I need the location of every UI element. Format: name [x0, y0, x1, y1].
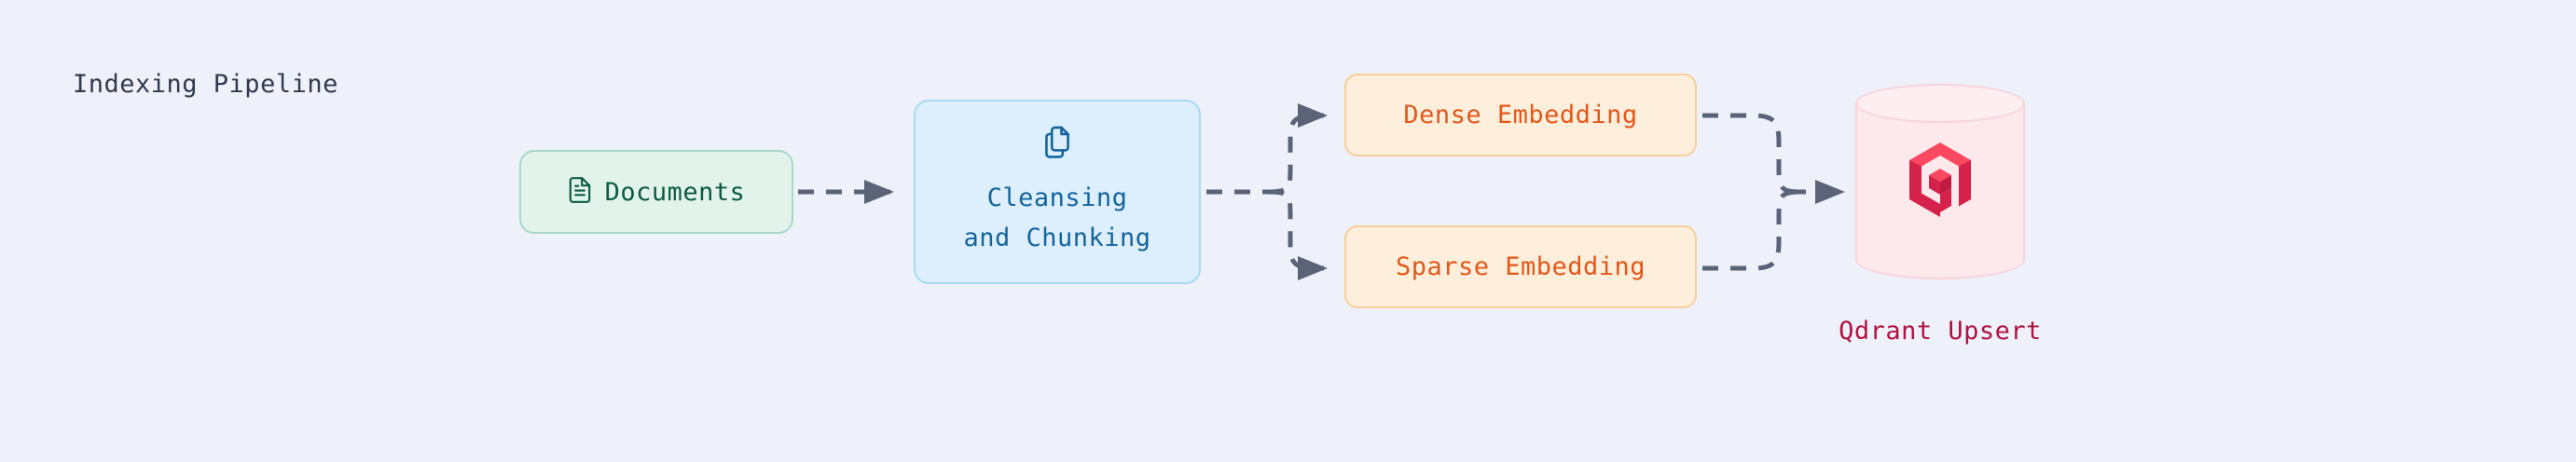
node-documents-label: Documents — [604, 177, 746, 207]
edge-cleansing-to-dense — [1267, 103, 1329, 195]
node-cleansing-label-line1: Cleansing — [986, 183, 1128, 212]
qdrant-logo-icon — [1905, 141, 1976, 223]
edge-dense-to-merge — [1702, 113, 1804, 195]
node-dense-embedding-label: Dense Embedding — [1403, 101, 1638, 129]
cylinder-top — [1855, 84, 2025, 123]
node-sparse-embedding[interactable]: Sparse Embedding — [1344, 225, 1697, 308]
node-cleansing-and-chunking[interactable]: Cleansing and Chunking — [914, 100, 1201, 284]
edge-sparse-to-merge — [1702, 189, 1804, 271]
node-cleansing-label-line2: and Chunking — [963, 224, 1151, 252]
document-icon — [568, 176, 592, 208]
diagram-title: Indexing Pipeline — [73, 70, 338, 99]
node-qdrant-upsert-label: Qdrant Upsert — [1839, 317, 2042, 346]
node-sparse-embedding-label: Sparse Embedding — [1395, 252, 1646, 281]
node-documents[interactable]: Documents — [519, 150, 793, 234]
node-dense-embedding[interactable]: Dense Embedding — [1344, 74, 1697, 156]
node-qdrant-upsert[interactable] — [1855, 84, 2025, 279]
edge-cleansing-to-sparse — [1267, 189, 1329, 280]
copy-documents-icon — [1041, 126, 1073, 163]
